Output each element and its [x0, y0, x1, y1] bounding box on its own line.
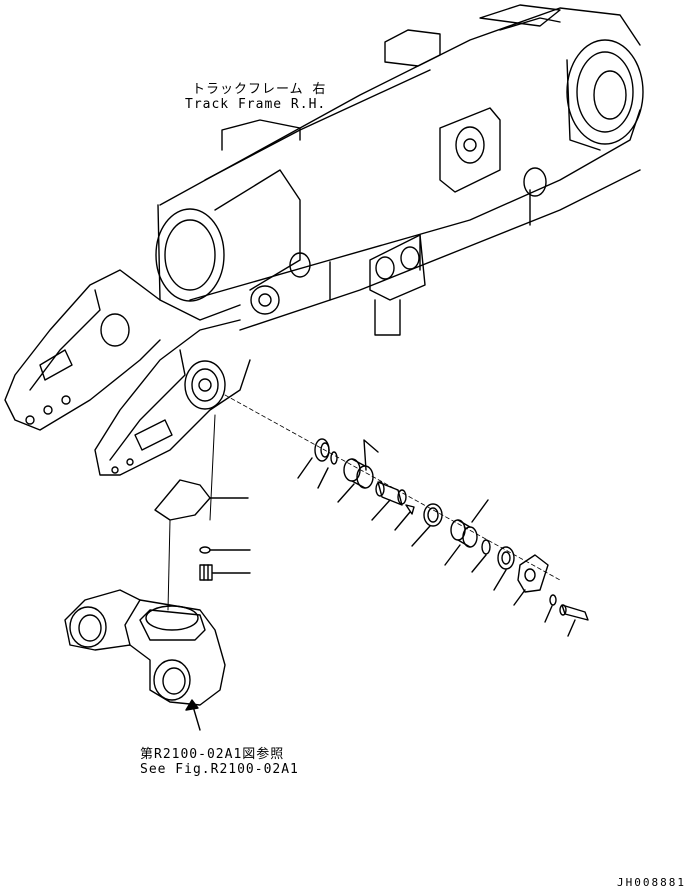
drawing-number: JH008881	[617, 876, 686, 889]
part-label-english: Track Frame R.H.	[185, 97, 327, 112]
lower-arm-assembly	[65, 590, 225, 730]
frame-fork-arms	[5, 270, 250, 475]
pad-and-bolt	[155, 415, 250, 610]
figure-reference-japanese: 第R2100-02A1図参照	[140, 747, 285, 762]
exploded-parts	[225, 395, 588, 636]
figure-reference-english: See Fig.R2100-02A1	[140, 762, 299, 777]
part-label-japanese: トラックフレーム 右	[192, 82, 327, 97]
track-frame-body	[156, 5, 643, 335]
